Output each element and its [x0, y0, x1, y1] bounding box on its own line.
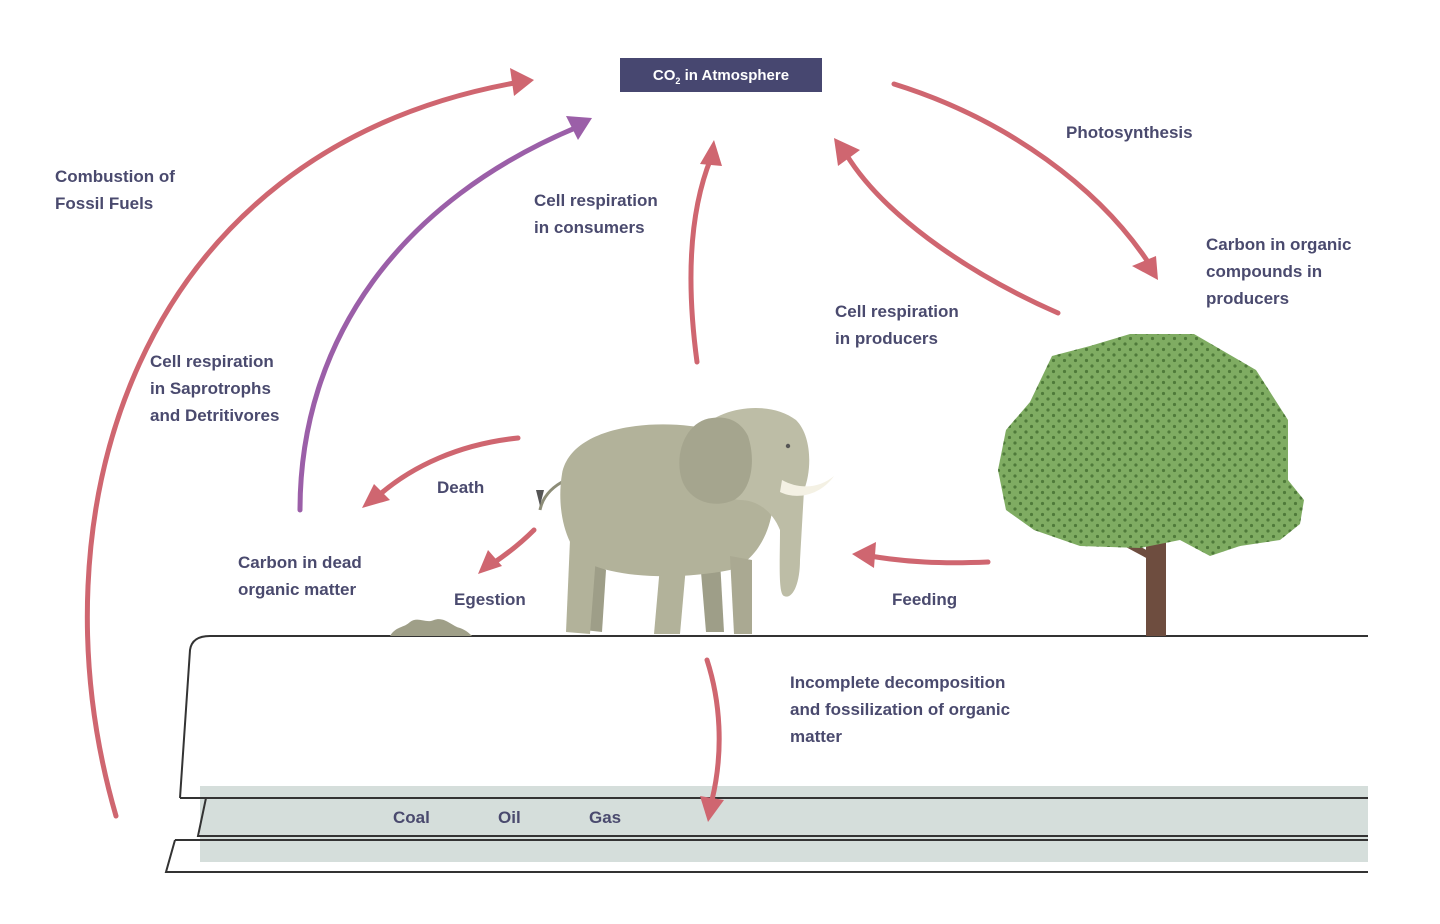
label-cell-respiration-producers: Cell respiration in producers — [835, 302, 964, 348]
arrowhead-egestion — [478, 550, 502, 574]
ground — [164, 635, 1368, 873]
arrows — [84, 68, 1158, 822]
label-cell-respiration-consumers: Cell respiration in consumers — [534, 191, 663, 237]
label-carbon-in-dead-matter: Carbon in dead organic matter — [238, 553, 366, 599]
arrowhead-consumers — [700, 140, 722, 166]
arrowhead-producers — [834, 138, 860, 166]
arrowhead-feeding — [852, 542, 876, 568]
arrowhead-death — [362, 484, 390, 508]
arrow-fossilization — [704, 657, 722, 803]
arrowhead-photosynthesis — [1132, 256, 1158, 280]
label-death: Death — [437, 478, 484, 497]
label-fossilization: Incomplete decomposition and fossilizati… — [790, 673, 1015, 746]
arrow-feeding — [867, 553, 991, 566]
co2-atmosphere-label: CO2 in Atmosphere — [653, 67, 789, 86]
tree-icon — [998, 334, 1304, 636]
arrowhead-fossilization — [700, 796, 724, 822]
label-combustion: Combustion of Fossil Fuels — [55, 167, 180, 213]
label-oil: Oil — [498, 808, 521, 827]
arrowhead-saprotrophs — [566, 116, 592, 140]
co2-atmosphere-box: CO2 in Atmosphere — [620, 58, 822, 92]
labels: Combustion of Fossil Fuels Photosynthesi… — [55, 123, 1356, 827]
label-carbon-in-producers: Carbon in organic compounds in producers — [1206, 235, 1356, 308]
label-photosynthesis: Photosynthesis — [1066, 123, 1193, 142]
label-coal: Coal — [393, 808, 430, 827]
label-feeding: Feeding — [892, 590, 957, 609]
elephant-icon — [536, 407, 834, 634]
dung-icon — [390, 619, 472, 636]
arrowhead-combustion — [510, 68, 534, 96]
arrow-combustion — [84, 79, 523, 819]
arrow-photosynthesis — [891, 81, 1151, 265]
arrow-consumers — [688, 155, 714, 365]
arrow-saprotrophs — [297, 123, 583, 513]
arrow-egestion — [489, 527, 537, 567]
label-gas: Gas — [589, 808, 621, 827]
arrow-death — [375, 435, 521, 499]
arrow-producers — [843, 151, 1061, 316]
label-egestion: Egestion — [454, 590, 526, 609]
label-cell-respiration-saprotrophs: Cell respiration in Saprotrophs and Detr… — [150, 352, 279, 425]
